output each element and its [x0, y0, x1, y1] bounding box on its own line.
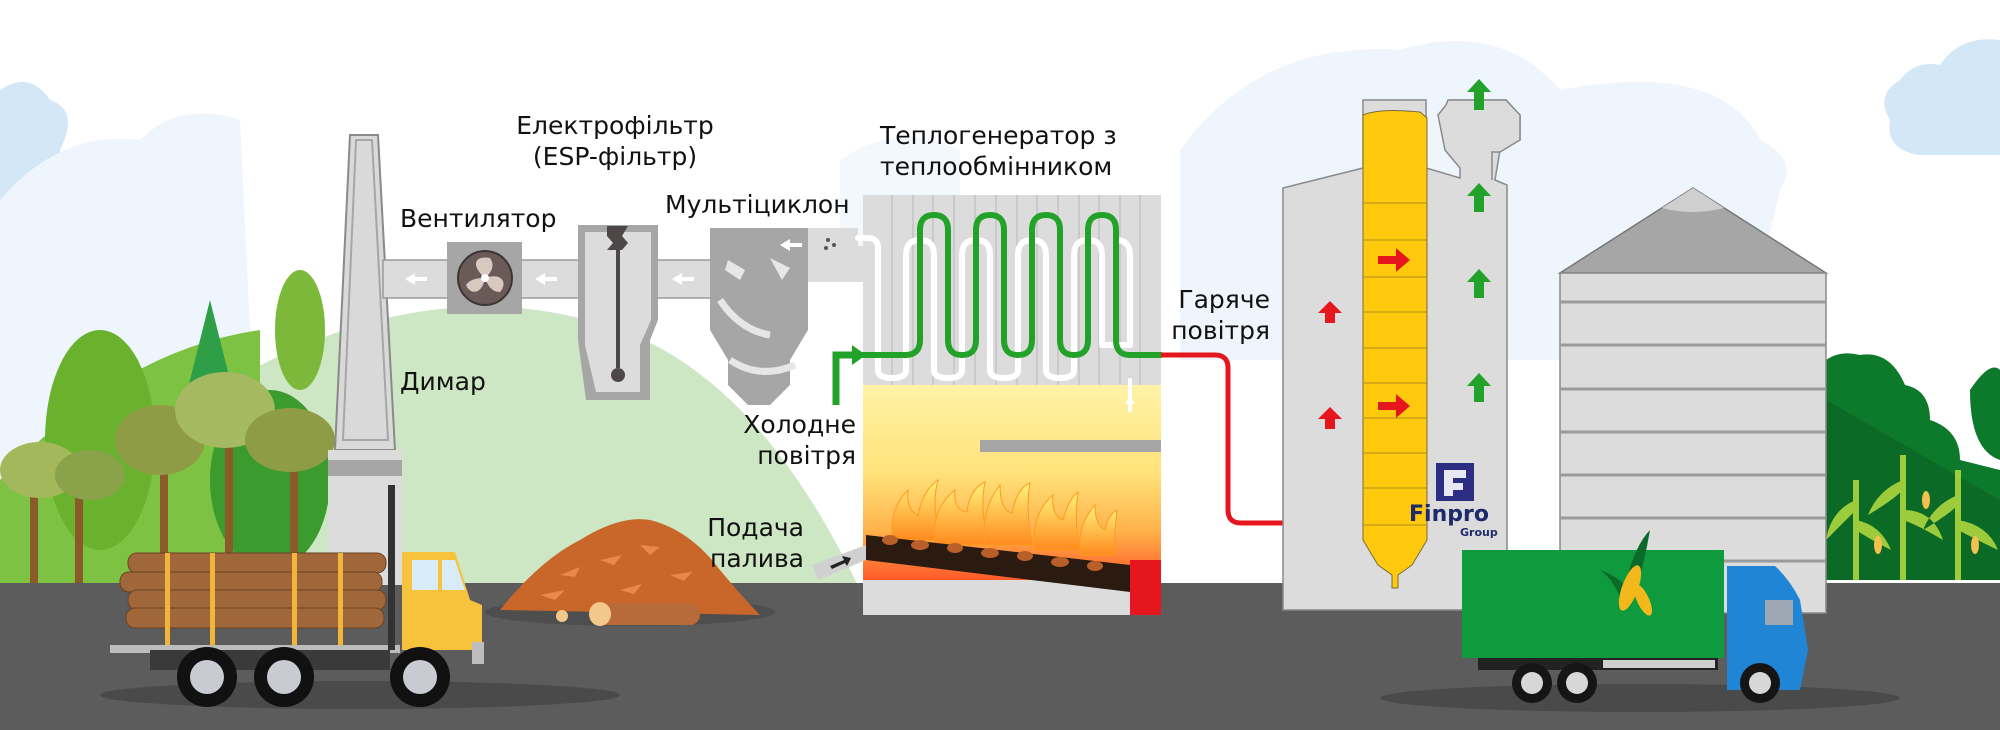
arrow-left-icon: [780, 239, 802, 251]
flue-gas-arrows: [405, 239, 802, 285]
label-heat-generator: Теплогенератор з теплообмінником: [880, 121, 1117, 181]
wood-chip-pile: [485, 519, 775, 626]
exhaust-up-arrow-icon: [1467, 183, 1491, 212]
hot-air-right-arrow-icon: [1378, 248, 1410, 272]
multicyclone: [710, 228, 858, 405]
grain-truck: [1462, 530, 1808, 703]
exhaust-up-arrow-icon: [1467, 373, 1491, 402]
hot-air-up-arrow-icon: [1318, 301, 1342, 323]
label-fuel-feed: Подача палива: [707, 513, 804, 573]
fan: [447, 242, 522, 314]
hot-air-up-arrow-icon: [1318, 407, 1342, 429]
label-fan: Вентилятор: [400, 204, 557, 233]
trees-deciduous: [0, 372, 335, 590]
flames: [891, 478, 1118, 556]
finpro-logo: [1436, 463, 1474, 501]
cold-air-pipe: [860, 212, 1164, 358]
road-shadow-right: [1380, 684, 1900, 712]
label-hot-air: Гаряче повітря: [1171, 285, 1270, 345]
fuel-feed-arrow-icon: [830, 556, 851, 569]
flue-gas-pipe: [855, 235, 1134, 381]
exhaust-up-arrow-icon: [1467, 269, 1491, 298]
fuel-grate: [866, 535, 1130, 592]
finpro-logo-sub: Group: [1460, 526, 1498, 539]
cold-air-inlet: [832, 345, 866, 405]
label-multicyclone: Мультіциклон: [665, 190, 850, 219]
arrow-left-icon: [535, 273, 557, 285]
corn-decal-icon: [1600, 530, 1653, 616]
finpro-logo-icon: [1444, 470, 1466, 496]
road-shadow-left: [100, 681, 620, 709]
finpro-logo-name: Finpro: [1409, 502, 1489, 527]
cloud-right: [1884, 39, 2000, 155]
log-truck: [110, 485, 484, 707]
hot-air-right-arrow-icon: [1378, 394, 1410, 418]
arrow-left-icon: [672, 273, 694, 285]
tree-round-2: [275, 270, 325, 390]
flue-up-arrow-icon: [1125, 396, 1135, 412]
cold-air-arrow-icon: [852, 345, 866, 365]
label-cold-air: Холодне повітря: [743, 410, 856, 470]
esp-filter: [578, 225, 658, 400]
label-esp-filter: Електрофільтр (ESP-фільтр): [516, 111, 714, 171]
heat-generator: [812, 195, 1161, 615]
arrow-left-icon: [405, 273, 427, 285]
label-chimney: Димар: [400, 367, 486, 396]
exhaust-up-arrow-icon: [1467, 79, 1491, 110]
corn-plants: [1826, 455, 1998, 580]
landscape-right: [1826, 353, 2000, 580]
storage-silo: [1557, 187, 1829, 614]
